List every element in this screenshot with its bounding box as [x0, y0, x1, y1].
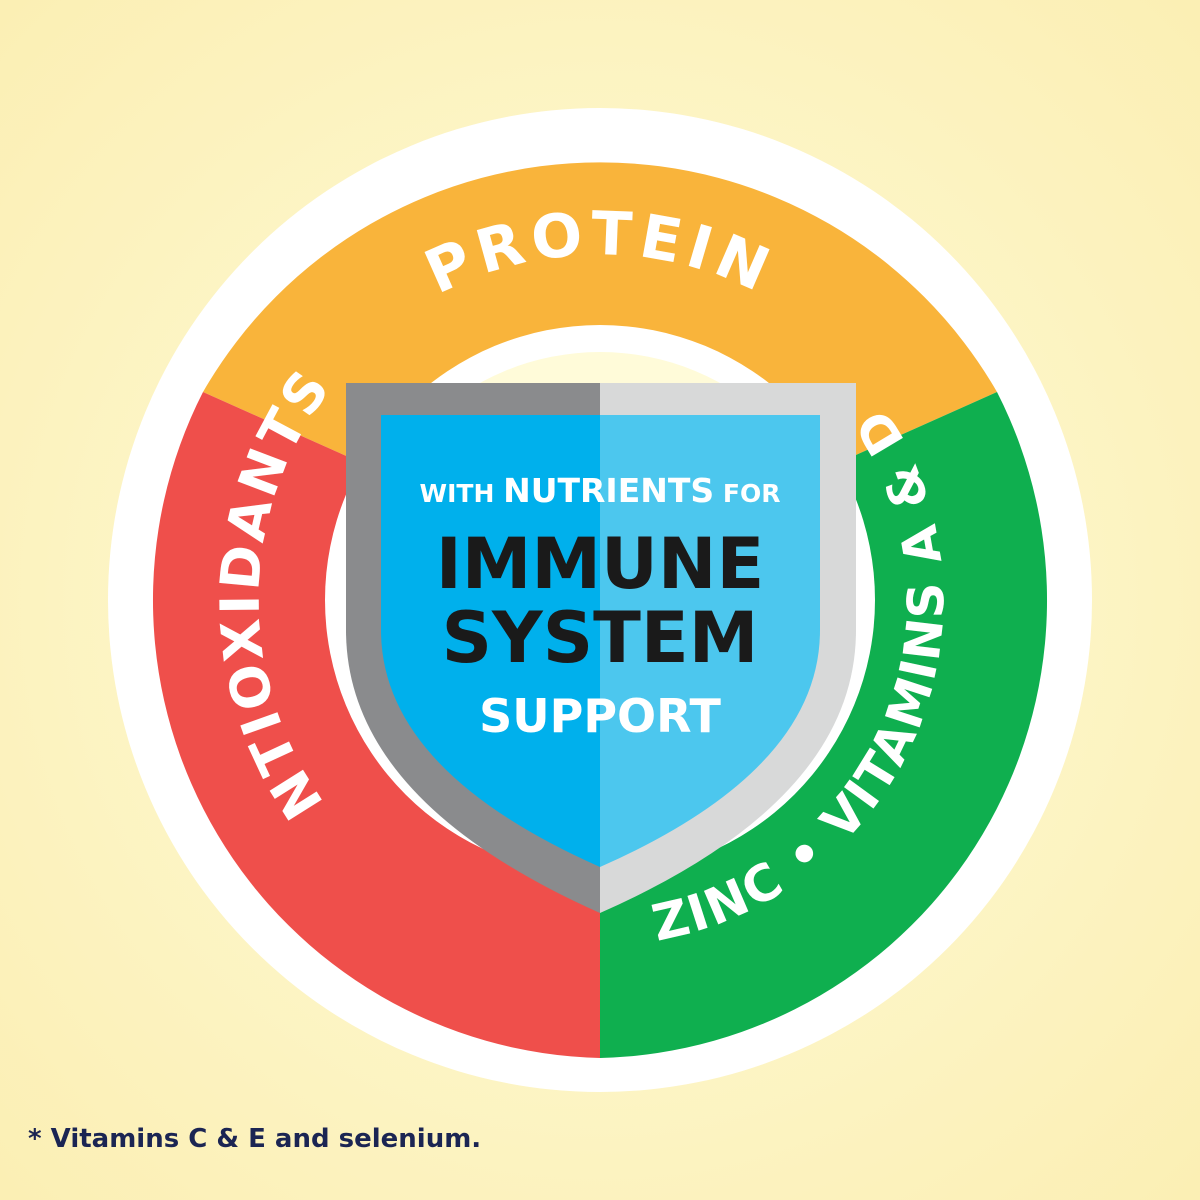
shield-line-3: SYSTEM	[442, 597, 759, 679]
footnote: * Vitamins C & E and selenium.	[28, 1124, 482, 1154]
shield-fill-left	[381, 415, 600, 867]
shield-icon	[346, 383, 856, 913]
zinc-vitamins-segment	[600, 392, 1048, 1058]
shield-line-2: IMMUNE	[436, 523, 765, 605]
shield-line-1: WITH NUTRIENTS FOR	[420, 471, 781, 510]
antioxidants-segment	[152, 392, 600, 1058]
shield-line-4: SUPPORT	[479, 689, 721, 743]
shield-fill-right	[600, 415, 820, 867]
